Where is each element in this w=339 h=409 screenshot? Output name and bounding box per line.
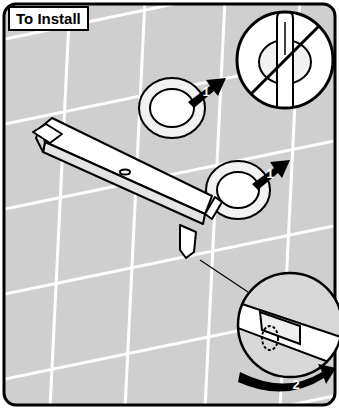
prohibited-detail bbox=[237, 10, 333, 120]
push-arrow bbox=[188, 78, 226, 108]
callout-number: 2 bbox=[292, 377, 299, 392]
lever-detail bbox=[230, 273, 339, 377]
title: To Install bbox=[8, 6, 89, 31]
suction-cup bbox=[139, 78, 205, 138]
turn-arrow bbox=[238, 364, 336, 392]
suction-cup bbox=[206, 161, 270, 219]
grab-bar bbox=[33, 78, 270, 292]
lock-lever bbox=[180, 225, 196, 258]
push-arrow bbox=[252, 160, 290, 190]
callout-number: 1 bbox=[202, 84, 209, 99]
callout-number: 1 bbox=[266, 166, 273, 181]
